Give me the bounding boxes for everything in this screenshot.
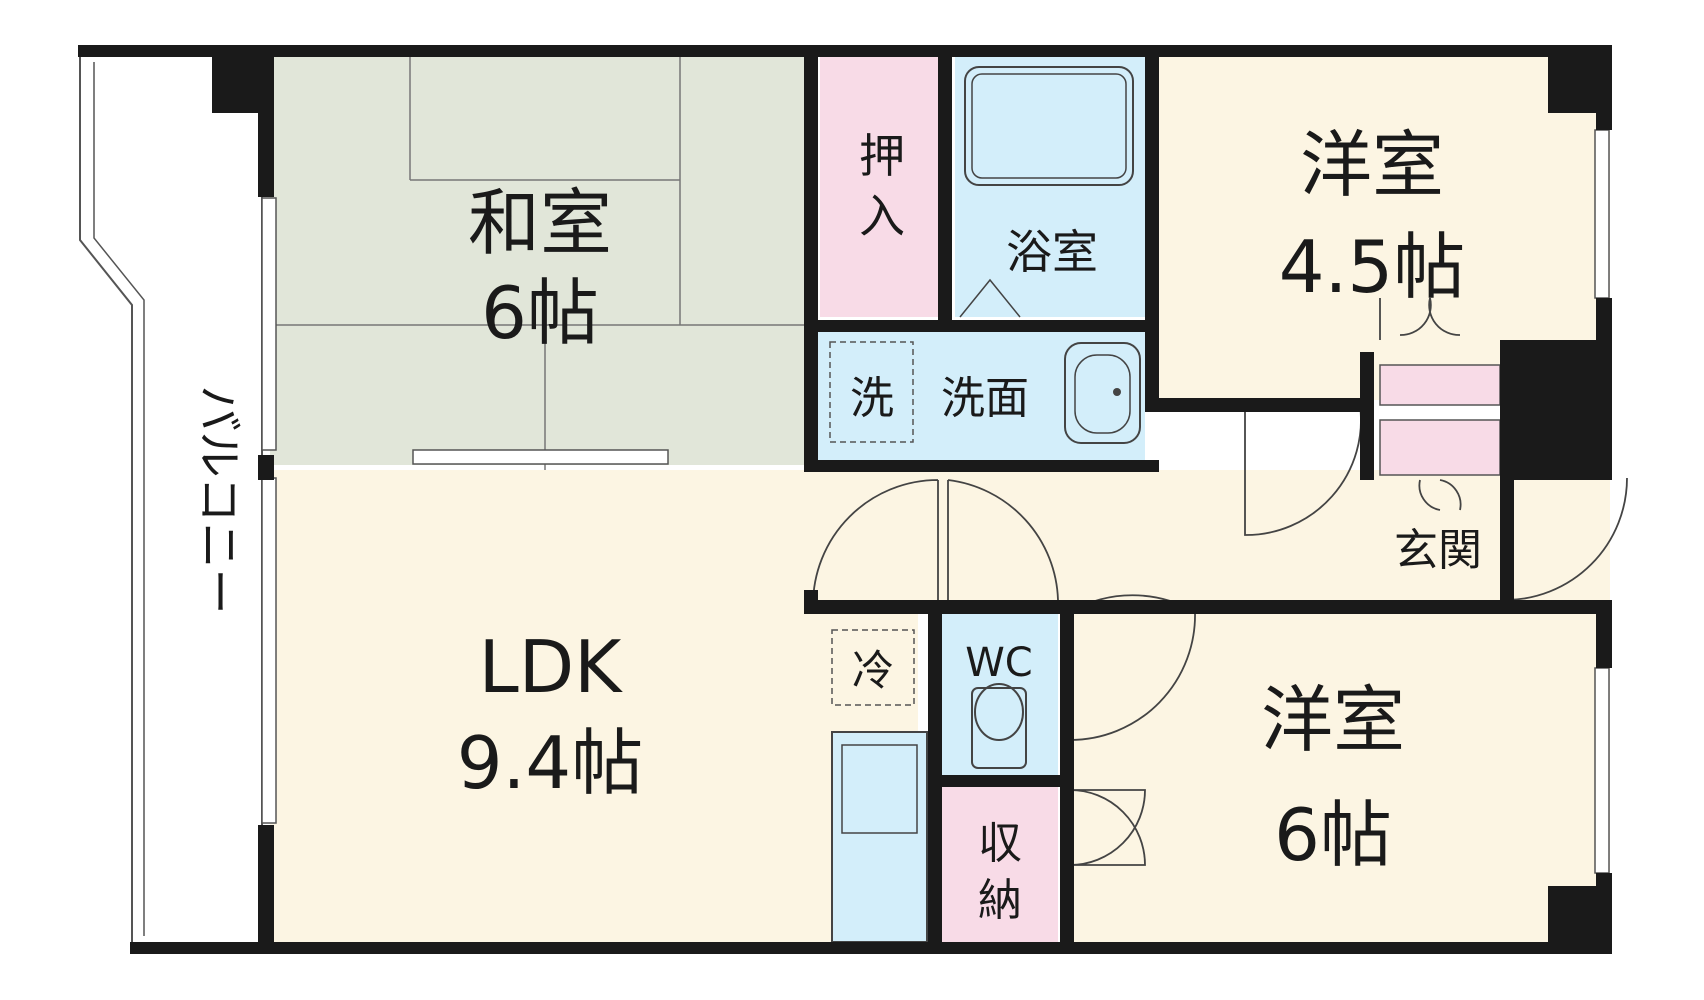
- washitsu-floor: [270, 55, 810, 465]
- bathtub-icon: [964, 66, 1134, 186]
- shoe-cabinet-upper: [1379, 364, 1501, 406]
- washer-label: 洗: [850, 373, 894, 424]
- yoshitsu-lower-size: 6帖: [1274, 793, 1392, 877]
- bath-triangle-icon: [959, 278, 1021, 318]
- toilet-icon: [971, 683, 1027, 769]
- ldk-name: LDK: [479, 625, 624, 709]
- kitchen-counter-icon: [831, 731, 928, 943]
- entrance-label: 玄関: [1394, 525, 1482, 576]
- oshiire-floor: [820, 55, 945, 317]
- wc-floor: [940, 612, 1058, 777]
- ldk-size: 9.4帖: [457, 721, 644, 805]
- shoe-cabinet-lower: [1379, 419, 1501, 476]
- fridge-space-icon: [831, 629, 915, 706]
- balcony-label: バルコニー: [192, 385, 246, 614]
- entrance-floor: [1372, 478, 1507, 600]
- washitsu-name: 和室: [468, 181, 612, 265]
- wc-label: WC: [965, 640, 1032, 686]
- fridge-label: 冷: [852, 646, 894, 695]
- windows: [261, 129, 1610, 874]
- tatami-lines: [270, 55, 810, 470]
- storage-floor: [940, 785, 1058, 942]
- yoshitsu-lower-name: 洋室: [1261, 678, 1405, 762]
- storage-label-2: 納: [978, 875, 1022, 926]
- walls: [78, 45, 1612, 954]
- lower-western-floor: [1070, 612, 1610, 942]
- yoshitsu-upper-size: 4.5帖: [1279, 225, 1466, 309]
- storage-label-1: 収: [978, 818, 1022, 869]
- washitsu-size: 6帖: [481, 271, 599, 355]
- washroom-label: 洗面: [941, 373, 1029, 424]
- doors: [812, 297, 1628, 866]
- washer-space-icon: [829, 341, 914, 443]
- washbasin-icon: [1064, 342, 1141, 444]
- bath-label: 浴室: [1006, 225, 1098, 279]
- yoshitsu-upper-name: 洋室: [1300, 123, 1444, 207]
- oshiire-label-1: 押: [859, 129, 905, 183]
- oshiire-label-2: 入: [859, 189, 905, 243]
